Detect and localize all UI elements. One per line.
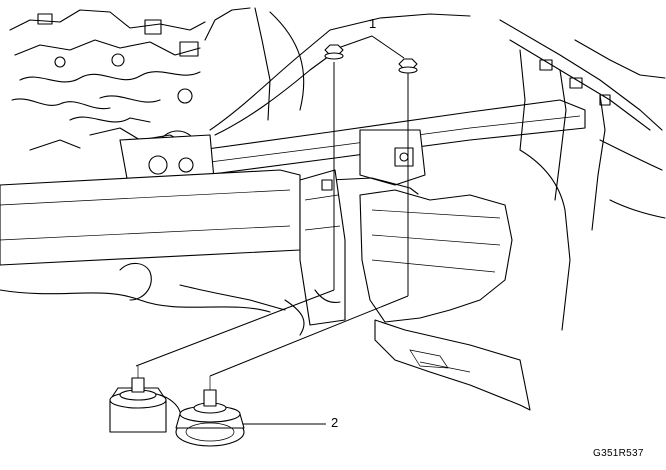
nut-left xyxy=(324,44,344,60)
nut-right xyxy=(398,58,418,74)
callout-2-horn: 2 xyxy=(331,415,339,430)
horn-rear xyxy=(109,366,181,433)
assembly-leaders xyxy=(135,35,409,425)
washer-reservoir xyxy=(359,189,531,411)
callout-1-nuts: 1 xyxy=(369,16,377,31)
horn-bracket xyxy=(299,169,346,326)
horn-front xyxy=(175,376,245,447)
engine-bay-background xyxy=(0,7,666,336)
figure-id: G351R537 xyxy=(593,448,644,459)
